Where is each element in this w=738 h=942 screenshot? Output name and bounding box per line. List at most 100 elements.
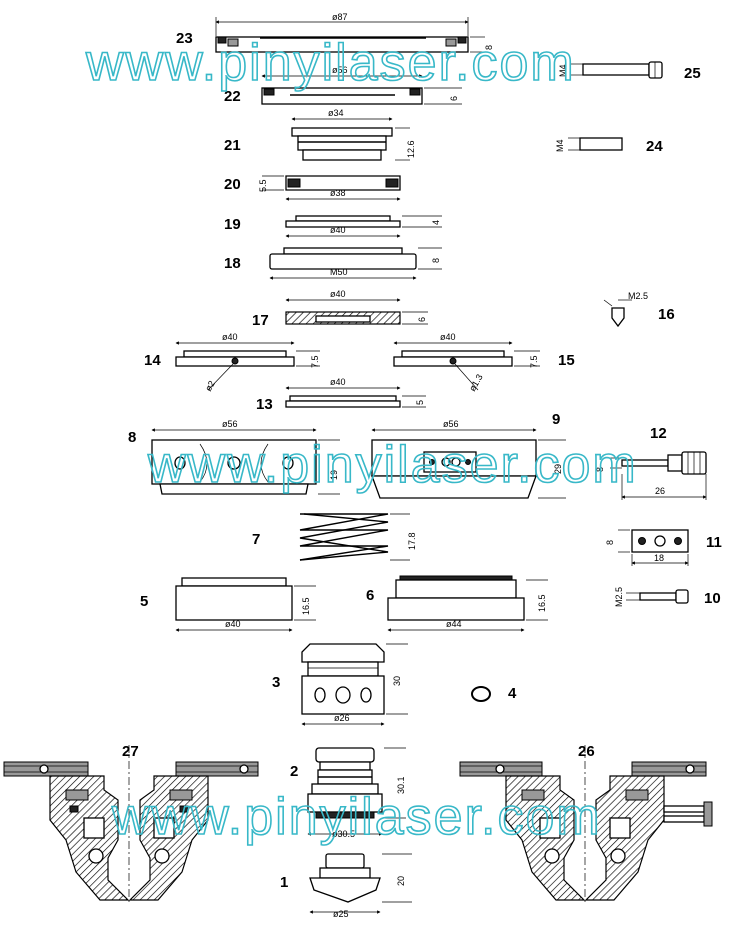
- part-8-label: 8: [128, 429, 136, 446]
- part-6: ø44 16.5 6: [366, 575, 548, 632]
- part-26-label: 26: [578, 743, 595, 760]
- part-12: 8 26 12: [595, 425, 707, 500]
- part-24-label: 24: [646, 138, 663, 155]
- part-4-label: 4: [508, 685, 517, 702]
- part-25-dim-thread: M4: [558, 64, 568, 77]
- part-24: M4 24: [555, 137, 663, 155]
- part-5: ø40 16.5 5: [140, 577, 316, 632]
- part-21-label: 21: [224, 137, 241, 154]
- part-14-dim-diameter: ø40: [222, 332, 238, 342]
- part-5-label: 5: [140, 593, 148, 610]
- part-9-dim-diameter: ø56: [443, 419, 459, 429]
- part-10-label: 10: [704, 590, 721, 607]
- part-4: 4: [471, 685, 517, 702]
- part-22-dim-diameter: ø56: [332, 65, 348, 75]
- part-11-label: 11: [706, 534, 722, 551]
- part-13: ø40 5 13: [256, 377, 426, 413]
- part-11: 8 18 11: [605, 529, 722, 566]
- part-7-label: 7: [252, 531, 260, 548]
- part-19: ø40 4 19: [224, 215, 442, 238]
- part-18-dim-thread: M50: [330, 267, 348, 277]
- part-12-dim-length: 26: [655, 486, 665, 496]
- part-6-dim-diameter: ø44: [446, 619, 462, 629]
- part-19-dim-height: 4: [431, 220, 441, 225]
- part-19-label: 19: [224, 216, 241, 233]
- part-22-dim-height: 6: [449, 96, 459, 101]
- part-1-dim-diameter: ø25: [333, 909, 349, 919]
- part-13-dim-diameter: ø40: [330, 377, 346, 387]
- part-21: ø34 12.6 21: [224, 108, 416, 161]
- part-22-label: 22: [224, 88, 241, 105]
- part-23-label: 23: [176, 30, 193, 47]
- part-18-label: 18: [224, 255, 241, 272]
- part-21-dim-height: 12.6: [406, 140, 416, 158]
- part-15-dim-height: 7.5: [529, 355, 539, 368]
- part-6-label: 6: [366, 587, 374, 604]
- part-5-dim-diameter: ø40: [225, 619, 241, 629]
- part-10: M2.5 10: [614, 587, 721, 607]
- part-26-section-view: 26: [459, 743, 713, 905]
- part-8-dim-diameter: ø56: [222, 419, 238, 429]
- part-1: ø25 20 1: [280, 853, 412, 919]
- part-2-label: 2: [290, 763, 298, 780]
- part-25-label: 25: [684, 65, 701, 82]
- part-11-dim-height: 8: [605, 540, 615, 545]
- watermark-bottom: www.pinyilaser.com: [111, 788, 602, 846]
- part-17: ø40 6 17: [252, 289, 428, 329]
- part-16-dim-thread: M2.5: [628, 291, 648, 301]
- part-12-label: 12: [650, 425, 667, 442]
- part-7: 17.8 7: [252, 513, 417, 561]
- part-13-label: 13: [256, 396, 273, 413]
- part-12-dim-height: 8: [595, 467, 605, 472]
- part-23-dim-height: 8: [484, 45, 494, 50]
- part-3-dim-height: 30: [392, 676, 402, 686]
- part-9: ø56 29 9: [371, 411, 566, 499]
- part-20: ø38 5.5 20: [224, 175, 401, 201]
- part-2-dim-diameter: ø30.5: [332, 829, 355, 839]
- part-17-dim-diameter: ø40: [330, 289, 346, 299]
- part-17-label: 17: [252, 312, 269, 329]
- part-23: ø87 8 23: [176, 12, 494, 53]
- part-14-dim-height: 7.5: [310, 355, 320, 368]
- part-3: ø26 30 3: [272, 643, 408, 726]
- part-21-dim-diameter: ø34: [328, 108, 344, 118]
- part-20-dim-height: 5.5: [258, 179, 268, 192]
- part-9-dim-height: 29: [553, 464, 563, 474]
- part-3-label: 3: [272, 674, 280, 691]
- part-1-dim-height: 20: [396, 876, 406, 886]
- part-20-dim-diameter: ø38: [330, 188, 346, 198]
- part-2-dim-height: 30.1: [396, 776, 406, 794]
- part-8-dim-height: 19: [329, 470, 339, 480]
- part-2: ø30.5 30.1 2: [290, 747, 406, 839]
- part-15: ø40 ø1.3 7.5 15: [393, 332, 575, 393]
- part-6-dim-height: 16.5: [537, 594, 547, 612]
- part-16: M2.5 16: [603, 291, 675, 328]
- part-25: M4 25: [558, 61, 701, 82]
- part-9-label: 9: [552, 411, 560, 428]
- part-17-dim-height: 6: [417, 317, 427, 322]
- part-23-dim-diameter: ø87: [332, 12, 348, 22]
- part-14-label: 14: [144, 352, 161, 369]
- part-10-dim-thread: M2.5: [614, 587, 624, 607]
- part-15-dim-diameter: ø40: [440, 332, 456, 342]
- part-27-section-view: 27: [3, 743, 259, 905]
- part-8: ø56 19 8: [128, 419, 340, 495]
- part-15-dim-hole: ø1.3: [467, 372, 485, 393]
- part-18-dim-height: 8: [431, 258, 441, 263]
- part-22: ø56 6 22: [224, 65, 462, 105]
- watermark-middle: www.pinyilaser.com: [147, 436, 638, 494]
- part-14-dim-hole: ø2: [203, 379, 217, 393]
- part-3-dim-diameter: ø26: [334, 713, 350, 723]
- part-24-dim-thread: M4: [555, 139, 565, 152]
- part-1-label: 1: [280, 874, 288, 891]
- watermark-top: www.pinyilaser.com: [85, 34, 576, 92]
- part-15-label: 15: [558, 352, 575, 369]
- part-20-label: 20: [224, 176, 241, 193]
- part-16-label: 16: [658, 306, 675, 323]
- part-5-dim-height: 16.5: [301, 597, 311, 615]
- part-14: ø40 ø2 7.5 14: [144, 332, 320, 393]
- part-19-dim-diameter: ø40: [330, 225, 346, 235]
- part-13-dim-height: 5: [415, 400, 425, 405]
- part-7-dim-height: 17.8: [407, 532, 417, 550]
